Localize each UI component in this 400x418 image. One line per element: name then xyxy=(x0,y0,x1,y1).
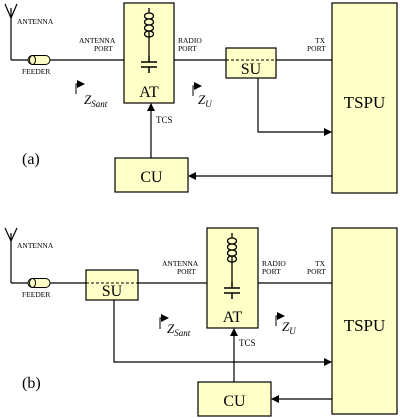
panel-a-tag: (a) xyxy=(22,151,40,168)
tcs-label: TCS xyxy=(239,338,256,348)
cu-label: CU xyxy=(140,169,163,186)
tcs-label: TCS xyxy=(156,115,173,125)
at-label: AT xyxy=(139,84,159,101)
capacitor-icon xyxy=(141,56,157,73)
cu-box xyxy=(197,381,272,417)
feeder-label: FEEDER xyxy=(22,290,50,299)
at-box xyxy=(206,227,259,329)
antenna-port-label-line1: ANTENNA xyxy=(162,259,199,268)
antenna-port-label-line2: PORT xyxy=(177,267,196,276)
capacitor-icon xyxy=(224,282,240,299)
zsant-reference-arrow xyxy=(75,80,85,94)
zu-reference-arrow xyxy=(275,312,285,326)
radio-port-label-line1: RADIO xyxy=(262,259,286,268)
su-box xyxy=(85,269,139,301)
zu-reference-arrow xyxy=(192,82,202,96)
feeder-label: FEEDER xyxy=(22,67,50,76)
panel-b: ANTENNA FEEDER SU ANTENNA PORT AT RADIO xyxy=(4,227,398,417)
tx-port-label-line2: PORT xyxy=(307,267,326,276)
at-label: AT xyxy=(223,309,243,326)
cu-box xyxy=(114,157,189,193)
tspu-label: TSPU xyxy=(344,316,386,335)
su-label: SU xyxy=(241,61,262,78)
tx-port-label-line2: PORT xyxy=(307,44,326,53)
inductor-icon xyxy=(226,233,238,282)
radio-port-label-line2: PORT xyxy=(262,267,281,276)
zu-label: ZU xyxy=(198,92,212,109)
su-to-tspu-arrow xyxy=(257,78,332,136)
tx-port-label-line1: TX xyxy=(315,259,326,268)
radio-port-label-line2: PORT xyxy=(178,44,197,53)
zsant-reference-arrow xyxy=(159,314,169,329)
antenna-label: ANTENNA xyxy=(17,17,54,26)
zsant-label: ZSant xyxy=(167,321,191,338)
feeder-connector-icon xyxy=(27,278,51,288)
panel-a: ANTENNA FEEDER ANTENNA PORT AT RADIO POR… xyxy=(4,2,398,194)
su-label: SU xyxy=(102,283,123,300)
cu-label: CU xyxy=(223,393,246,410)
inductor-icon xyxy=(143,8,155,56)
tx-port-label-line1: TX xyxy=(315,36,326,45)
panel-b-tag: (b) xyxy=(22,375,41,392)
antenna-label: ANTENNA xyxy=(17,241,54,250)
radio-port-label-line1: RADIO xyxy=(178,36,202,45)
tspu-label: TSPU xyxy=(344,93,386,112)
feeder-connector-icon xyxy=(27,55,51,65)
tspu-box xyxy=(331,227,398,415)
zu-label: ZU xyxy=(282,319,296,336)
tspu-box xyxy=(331,2,398,194)
su-box xyxy=(225,47,277,79)
antenna-port-label-line2: PORT xyxy=(94,44,113,53)
antenna-icon xyxy=(4,227,28,284)
zsant-label: ZSant xyxy=(84,92,108,109)
antenna-icon xyxy=(4,3,28,61)
su-to-tspu-arrow xyxy=(113,300,332,366)
antenna-port-label-line1: ANTENNA xyxy=(79,36,116,45)
